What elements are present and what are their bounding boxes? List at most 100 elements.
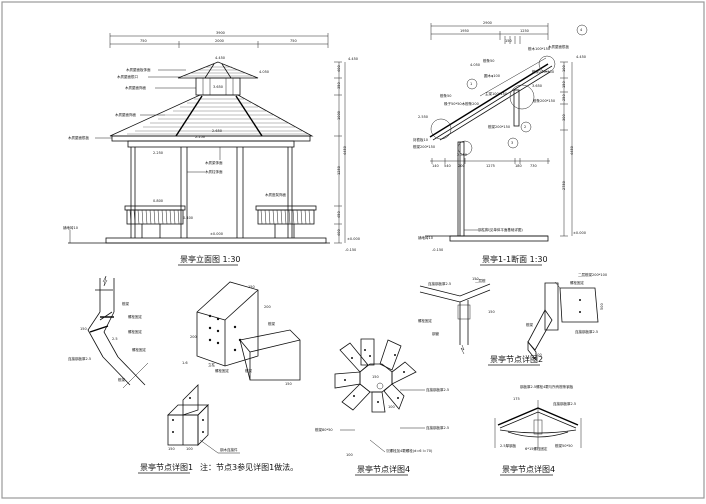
- sect-label-tie: 檩木100*150: [528, 46, 550, 51]
- d1-dim-1: 150: [80, 327, 87, 331]
- sect-small-dims: 150: [505, 39, 512, 43]
- sect-bdim-6: 730: [530, 164, 537, 168]
- d2-dim-2: 150: [488, 310, 495, 314]
- d1-label-base-plate: 钢木连接件: [220, 447, 238, 452]
- sect-bdim-2: 540: [444, 164, 451, 168]
- sect-overall-dim: 2900: [483, 21, 492, 25]
- d1-label-box-beam: 檩梁: [268, 321, 276, 326]
- d4b-dim-1: 175: [513, 397, 520, 401]
- sect-label-column-base: 钢柱脚(见单体平面基础详图): [478, 227, 523, 232]
- elev-vdim-3: 1000: [337, 111, 341, 120]
- d4b-label-top: 钢板厚2.5螺栓4颗与所有檩条钢板: [520, 384, 574, 389]
- d1-label-box-side: 立柱: [208, 362, 215, 367]
- d1-label-post: 檩梁: [122, 301, 129, 306]
- elev-level-upper-eave: 4.050: [259, 70, 269, 74]
- sect-level-mid2: 3.650: [532, 84, 542, 88]
- elev-railing-right: [255, 205, 317, 238]
- sect-dim-2: 1250: [520, 29, 529, 33]
- section-title: 景亭1-1断面 1:30: [482, 254, 548, 264]
- d1-dim-2: 2.5: [112, 337, 118, 341]
- detail-4b-title: 景亭节点详图4: [502, 464, 555, 474]
- d1-label-bolt-bottom: 螺栓固定: [132, 347, 146, 352]
- elev-level-rail: 0.400: [183, 216, 193, 220]
- d2-dim-3: 500: [600, 303, 604, 310]
- elev-right-ground: ±0.000: [347, 237, 360, 241]
- sect-label-step: 铺地砖10: [418, 235, 433, 240]
- d2-dim-4: 100: [535, 353, 542, 357]
- d2-dim-1: 150: [472, 277, 479, 281]
- elev-dim-left: 750: [140, 39, 147, 43]
- elev-vdim-1: 400: [337, 65, 341, 72]
- elev-level-top: 4.450: [215, 56, 225, 60]
- label-step: 铺地砖10: [63, 225, 78, 230]
- callout-3: 3: [511, 141, 513, 145]
- detail-1-title: 景亭节点详图1: [140, 462, 193, 472]
- sect-label-rafter: 椽子50*50木檩条200: [444, 101, 479, 106]
- d2-label-beam3: 檩梁: [526, 322, 534, 327]
- elev-railing-left: [124, 205, 186, 238]
- d1-dim-base-2: 100: [186, 447, 193, 451]
- d4a-dim-1: 150: [372, 375, 379, 379]
- elev-right-base: -0.150: [345, 248, 356, 252]
- d1-dim-base-1: 150: [168, 447, 175, 451]
- elev-level-ground: ±0.000: [210, 232, 223, 236]
- elev-dim-right: 750: [290, 39, 297, 43]
- elev-level-ring-2: 2.250: [195, 135, 205, 139]
- d2-label-plate: 连接钢板厚2.5: [428, 281, 451, 286]
- sect-bdim-5: 180: [515, 164, 522, 168]
- callout-2: 2: [524, 125, 526, 129]
- sect-dim-1: 1950: [460, 29, 469, 33]
- d4b-label-left: 2.5厚钢板: [500, 443, 517, 448]
- sect-label-top: 木质屋面檐板: [548, 44, 569, 49]
- d1-dim-box-left: 200: [190, 335, 197, 339]
- d4a-label-weld: 沉螺栓加4颗螺栓(d=6 l=70): [386, 448, 433, 453]
- d2-label-post: 钢管: [432, 331, 440, 336]
- sect-level-ground: ±0.000: [573, 231, 586, 235]
- sect-vdim-2: 150: [562, 81, 566, 88]
- sect-vdim-6: 2750: [562, 181, 566, 190]
- sect-label-purlin-1: 圆木φ100: [484, 73, 500, 78]
- elev-level-ring: 2.250: [153, 151, 163, 155]
- d2-label-fix: 螺栓固定: [570, 280, 584, 285]
- sect-vdim-4: 300: [562, 114, 566, 121]
- d1-dim-box-small: 1.6: [182, 361, 188, 365]
- sect-label-post: 檩条200*150: [533, 98, 555, 103]
- elev-vdim-6: 400: [337, 229, 341, 236]
- sect-label-eave-beam: 檩梁200*150: [488, 124, 510, 129]
- label-seat: 木质座凳饰面: [265, 192, 286, 197]
- elev-vdim-2: 350: [337, 82, 341, 89]
- detail-4a-title: 景亭节点详图4: [357, 464, 410, 474]
- d1-label-bolt-mid: 螺栓固定: [128, 329, 142, 334]
- d2-label-beam-size: 二层檩梁200*100: [578, 272, 607, 277]
- elev-vdim-5: 450: [337, 211, 341, 218]
- d1-label-box-main: 檩梁: [245, 368, 252, 373]
- sect-level-base: -0.150: [432, 248, 443, 252]
- detail-1: 檩梁 螺栓固定 螺栓固定 螺栓固定 连接钢板厚2.5 檩梁 150 2.5 15…: [68, 275, 301, 474]
- d4a-label-plate-1: 连接钢板厚2.5: [426, 387, 449, 392]
- d2-label-bolt: 螺栓固定: [418, 318, 432, 323]
- d4a-label-beam: 檩梁80*50: [315, 427, 333, 432]
- d1-label-bolt-top: 螺栓固定: [128, 314, 142, 319]
- sect-level-eave: 2.550: [418, 115, 428, 119]
- sect-label-ridge: 檩条50: [483, 58, 494, 63]
- sect-vdim-total: 4450: [570, 146, 574, 155]
- detail-4-roof: 钢板厚2.5螺栓4颗与所有檩条钢板 连接钢板厚2.5 2.5厚钢板 6*15螺栓…: [494, 384, 582, 476]
- sect-label-purlin-2: 主梁100*150: [485, 91, 507, 96]
- d1-label-beam: 檩梁: [118, 377, 125, 382]
- sect-bdim-1: 140: [432, 164, 439, 168]
- elev-vdim-4: 1250: [337, 166, 341, 175]
- callout-1: 1: [470, 82, 472, 86]
- label-beam-1: 木质梁饰面: [205, 160, 223, 165]
- detail-1-note: 注：节点3参见详图1做法。: [200, 462, 298, 472]
- detail-2-title: 景亭节点详图2: [490, 354, 543, 364]
- elev-level-seat: 0.800: [153, 199, 163, 203]
- sect-vdim-1: 100: [562, 65, 566, 72]
- callout-4: 4: [580, 28, 583, 32]
- sect-bdim-4: 1275: [486, 164, 495, 168]
- sect-level-ring: 2.350: [457, 153, 467, 157]
- label-roof-top: 木质屋面板饰面: [126, 67, 151, 72]
- d1-dim-box-top: 150: [248, 285, 255, 289]
